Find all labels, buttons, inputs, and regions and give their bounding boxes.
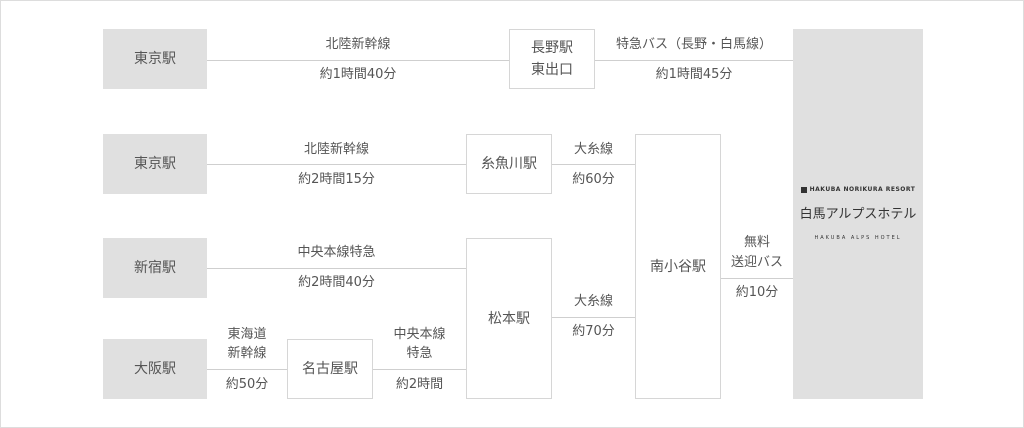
route-label-chuo-line2: 特急: [406, 346, 433, 361]
route-time-2h15m: 約2時間15分: [298, 172, 375, 187]
nagano-station-label: 長野駅: [531, 40, 573, 56]
route-label-shuttle-line1: 無料: [743, 235, 770, 250]
route-line-shinjuku-matsumoto: [206, 268, 467, 269]
origin-tokyo-station-1: 東京駅: [103, 29, 207, 89]
route-time-10m: 約10分: [735, 285, 779, 300]
origin-osaka-station: 大阪駅: [103, 339, 207, 399]
hotel-logo: HAKUBA NORIKURA RESORT: [800, 179, 916, 201]
route-label-free-shuttle-bus: 無料 送迎バス: [720, 233, 794, 273]
route-label-chuo-express: 中央本線 特急: [372, 325, 467, 363]
route-label-hokuriku-shinkansen-2: 北陸新幹線: [303, 142, 369, 157]
route-label-oito-line-1: 大糸線: [573, 142, 613, 157]
route-time-2h40m: 約2時間40分: [298, 275, 375, 290]
route-label-chuo-line1: 中央本線: [393, 327, 446, 342]
route-label-express-bus: 特急バス（長野・白馬線）: [615, 37, 772, 52]
route-label-hokuriku-shinkansen-1: 北陸新幹線: [325, 37, 391, 52]
route-line-tokyo-itoigawa: [206, 164, 467, 165]
nagoya-station: 名古屋駅: [287, 339, 373, 399]
route-label-shuttle-line2: 送迎バス: [730, 255, 783, 270]
route-time-70m: 約70分: [572, 324, 615, 339]
route-time-1h40m: 約1時間40分: [319, 67, 397, 82]
route-line-osaka-nagoya: [206, 369, 288, 370]
route-label-chuo-limited-express: 中央本線特急: [297, 245, 376, 260]
route-label-tokaido-line2: 新幹線: [227, 346, 267, 361]
origin-tokyo-station-2: 東京駅: [103, 134, 207, 194]
route-line-nagano-hotel: [594, 60, 794, 61]
route-label-tokaido-shinkansen: 東海道 新幹線: [206, 325, 288, 363]
itoigawa-station: 糸魚川駅: [466, 134, 552, 194]
hotel-name: 白馬アルプスホテル: [799, 207, 917, 222]
minami-otari-station: 南小谷駅: [635, 134, 721, 399]
hotel-logo-text: HAKUBA NORIKURA RESORT: [809, 186, 916, 193]
route-line-matsumoto-minamiotari: [551, 317, 636, 318]
nagano-station-east-exit: 長野駅 東出口: [509, 29, 595, 89]
route-line-minamiotari-hotel: [720, 278, 794, 279]
origin-shinjuku-station: 新宿駅: [103, 238, 207, 298]
route-label-tokaido-line1: 東海道: [227, 327, 267, 342]
east-exit-label: 東出口: [531, 62, 573, 78]
route-time-1h45m: 約1時間45分: [655, 67, 733, 82]
matsumoto-station: 松本駅: [466, 238, 552, 399]
route-time-60m: 約60分: [572, 172, 615, 187]
hotel-subtitle: HAKUBA ALPS HOTEL: [814, 235, 902, 241]
route-label-oito-line-2: 大糸線: [573, 294, 613, 309]
route-time-2h: 約2時間: [395, 377, 444, 392]
route-line-tokyo-nagano: [206, 60, 510, 61]
hotel-destination: HAKUBA NORIKURA RESORT 白馬アルプスホテル HAKUBA …: [793, 29, 923, 399]
route-line-itoigawa-minamiotari: [551, 164, 636, 165]
hotel-logo-mark-icon: [800, 187, 807, 193]
route-time-50m: 約50分: [225, 377, 269, 392]
route-line-nagoya-matsumoto: [372, 369, 467, 370]
